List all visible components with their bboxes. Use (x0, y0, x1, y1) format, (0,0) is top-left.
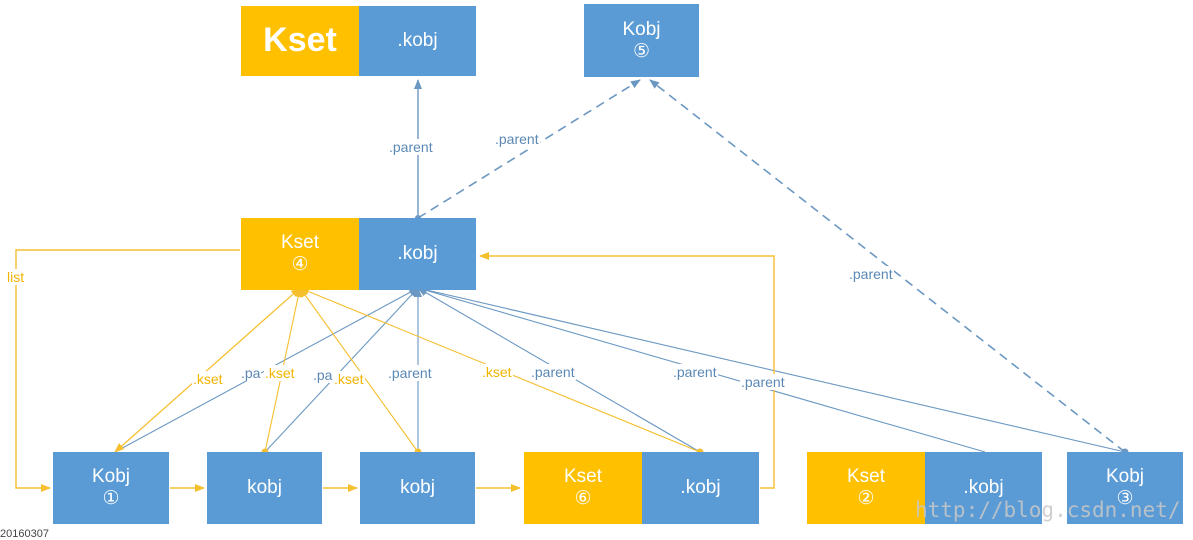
kset4-kobj-box: .kobj (359, 218, 476, 290)
watermark: http://blog.csdn.net/ (915, 498, 1181, 522)
kobj3-box: Kobj ③ (1067, 452, 1183, 524)
kset-edge-kobj-b-to-kset4 (299, 287, 419, 453)
label-parent-kobj3: .parent (740, 374, 786, 390)
label-parent-cut-2: .pa (312, 367, 334, 383)
top-kset-name: Kset (263, 21, 337, 60)
kset6-name-box: Kset ⑥ (524, 452, 642, 524)
kset-edge-kset4-to-kobj1 (114, 287, 301, 453)
label-kset-kset6: .kset (481, 364, 513, 380)
kobj-a-box: kobj (207, 452, 322, 524)
parent-edge-kset4-to-kobj5 (417, 79, 641, 219)
label-parent-kobj-b: .parent (387, 365, 433, 381)
label-parent-cut-1: .pa (240, 365, 262, 381)
kobj5-name: Kobj (622, 18, 661, 40)
kset2-name-box: Kset ② (807, 452, 925, 524)
label-kset-kobj-a: .kset (264, 365, 296, 381)
kobj1-box: Kobj ① (53, 452, 169, 524)
kset2-name: Kset (846, 466, 886, 488)
parent-edge-kobj-a-to-kset4 (264, 287, 419, 453)
label-kset-kobj-b: .kset (333, 371, 365, 387)
kset2-number: ② (857, 488, 875, 509)
corner-text: 20160307 (0, 528, 49, 540)
kset2-kobj-label: .kobj (963, 477, 1004, 499)
kset6-number: ⑥ (574, 488, 592, 509)
kobj1-number: ① (102, 488, 120, 509)
list-edge-kset4-to-kobj1 (15, 249, 240, 492)
kset6-name: Kset (563, 466, 603, 488)
label-parent-dashed-left: .parent (494, 131, 540, 147)
kset6-kobj-box: .kobj (642, 452, 759, 524)
kobj-a-name: kobj (247, 477, 282, 499)
kobj-b-box: kobj (360, 452, 475, 524)
kset6-kobj-label: .kobj (680, 477, 721, 499)
top-kset-kobj-label: .kobj (397, 30, 438, 52)
kobj5-number: ⑤ (632, 40, 651, 62)
kobj5-box: Kobj ⑤ (584, 4, 699, 77)
label-kset-kobj1: .kset (192, 371, 224, 387)
list-edge-kset6-to-kset4 (479, 252, 775, 489)
kset4-kobj-label: .kobj (397, 243, 438, 265)
label-parent-kset6: .parent (530, 364, 576, 380)
label-parent-vertical-top: .parent (388, 139, 434, 155)
top-kset-kobj-box: .kobj (359, 6, 476, 76)
kset4-name: Kset (280, 232, 320, 254)
kset4-name-box: Kset ④ (241, 218, 359, 290)
kobj3-number: ③ (1116, 488, 1134, 509)
label-list: list (6, 269, 26, 285)
kset4-number: ④ (291, 254, 309, 275)
label-parent-dashed-right: .parent (848, 266, 894, 282)
kset2-kobj-box: .kobj (925, 452, 1042, 524)
kobj1-name: Kobj (91, 466, 131, 488)
kobj3-name: Kobj (1105, 466, 1145, 488)
parent-edge-kobj3-to-kset4 (417, 286, 1126, 453)
kobj-b-name: kobj (400, 477, 435, 499)
label-parent-kset2: .parent (672, 364, 718, 380)
top-kset-name-box: Kset (241, 6, 359, 76)
